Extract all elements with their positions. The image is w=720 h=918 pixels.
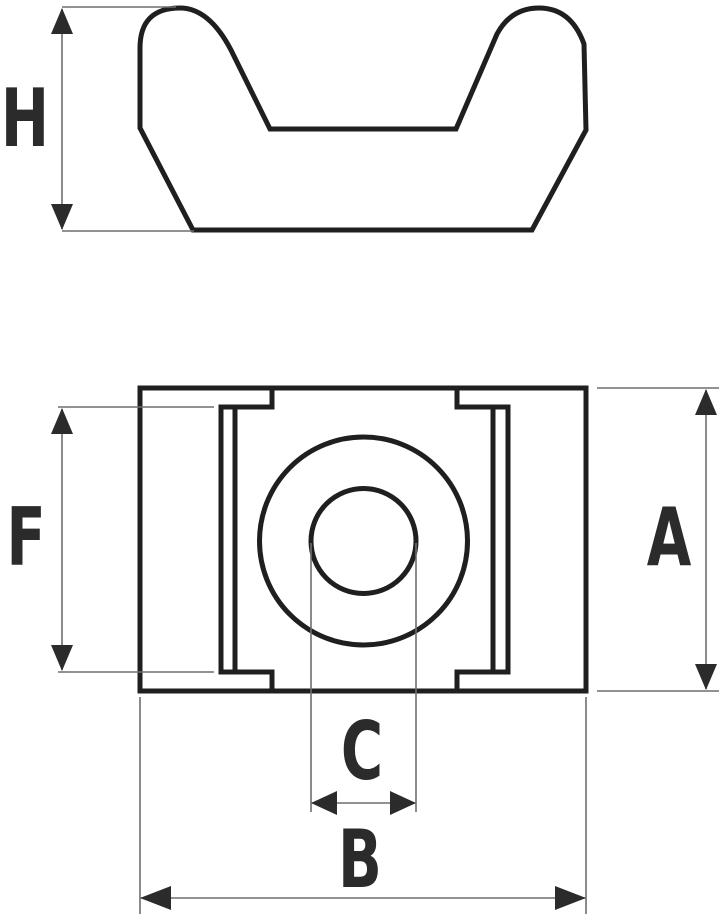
dim-A-label: A: [647, 492, 692, 585]
plan-view: [137, 385, 589, 694]
arrow-B-left-icon: [140, 886, 171, 910]
arrow-F-down-icon: [51, 645, 73, 671]
arrow-B-right-icon: [555, 886, 586, 910]
dim-F-label: F: [6, 492, 45, 585]
arrow-H-down-icon: [51, 204, 73, 230]
arrow-C-left-icon: [311, 791, 337, 815]
right-strap-channel: [454, 388, 511, 691]
dim-C-label: C: [341, 706, 383, 799]
side-view-outline: [137, 5, 589, 233]
side-view: [137, 5, 589, 233]
dim-B-label: B: [338, 814, 382, 907]
arrow-C-right-icon: [390, 791, 416, 815]
dimension-lines: [58, 6, 719, 914]
arrow-H-up-icon: [51, 8, 73, 34]
arrow-A-down-icon: [695, 664, 717, 690]
dimension-arrowheads: [51, 8, 717, 910]
dim-H-label: H: [1, 73, 49, 166]
dimension-labels: H F A C B: [1, 73, 691, 907]
left-strap-channel: [218, 388, 275, 691]
arrow-F-up-icon: [51, 408, 73, 434]
screw-hole-inner-circle: [308, 486, 419, 596]
arrow-A-up-icon: [695, 389, 717, 415]
